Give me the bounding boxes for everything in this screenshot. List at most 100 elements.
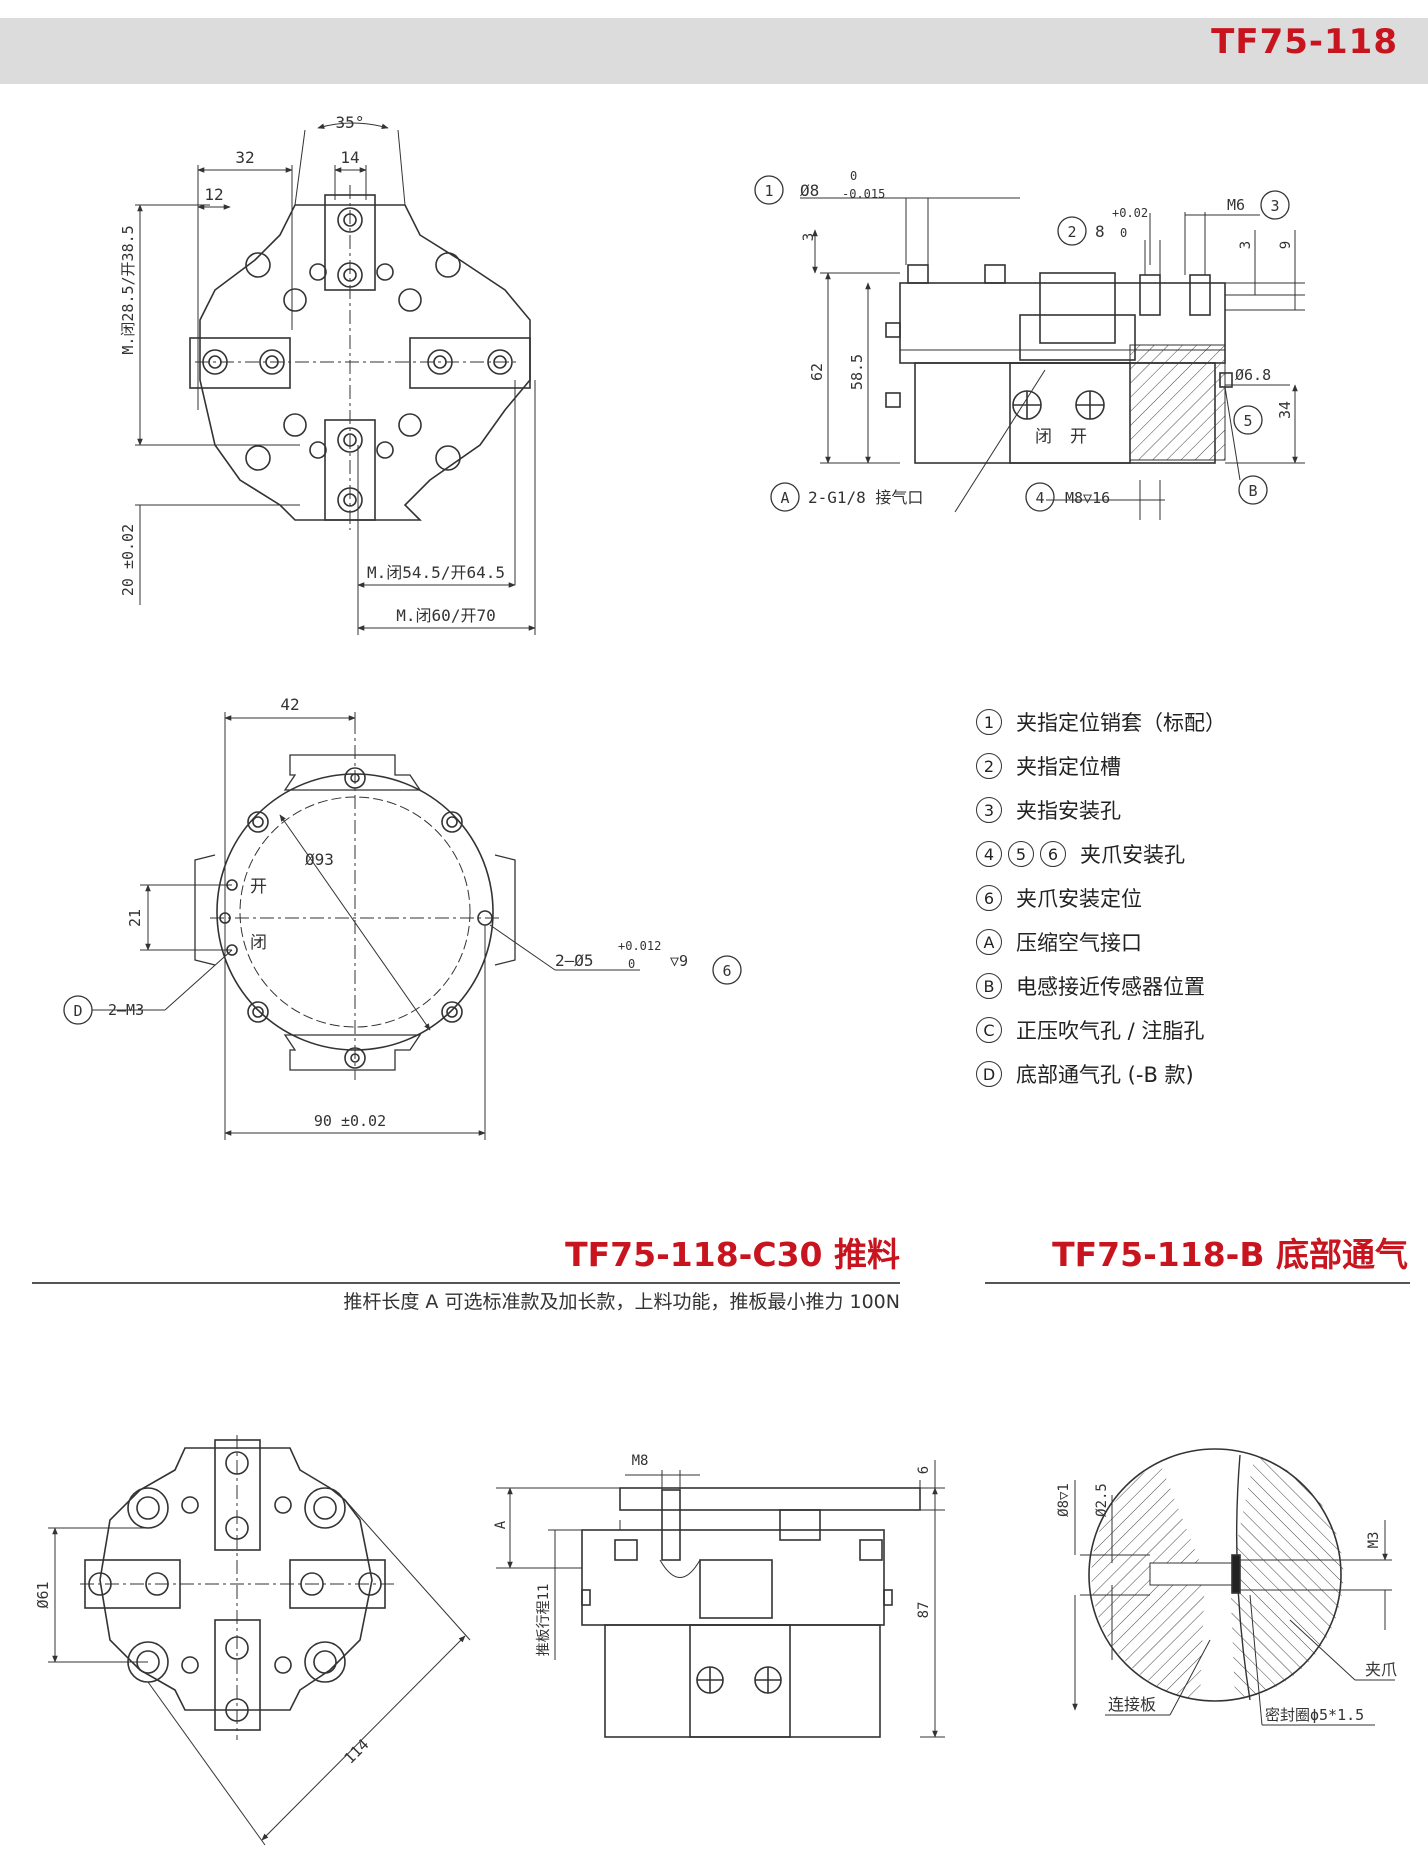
dim-62: 62 <box>808 363 826 381</box>
c30-dim-a: A <box>493 1520 509 1529</box>
callout-d-text: 2—M3 <box>108 1001 144 1019</box>
callout-6-tol-upper: +0.012 <box>618 939 661 953</box>
callout-legend: 1 夹指定位销套（标配） 2 夹指定位槽 3 夹指安装孔 4 5 6 夹爪安装孔… <box>976 700 1396 1096</box>
legend-item: B 电感接近传感器位置 <box>976 964 1396 1008</box>
side-view <box>800 197 1305 520</box>
legend-mark: 2 <box>976 753 1002 779</box>
b-label-jaw: 夹爪 <box>1365 1660 1397 1679</box>
legend-item: D 底部通气孔 (-B 款) <box>976 1052 1396 1096</box>
dim-20: 20 ±0.02 <box>119 524 137 596</box>
legend-mark: 6 <box>1040 841 1066 867</box>
legend-mark: 1 <box>976 709 1002 735</box>
c30-dim-87: 87 <box>916 1602 932 1619</box>
callout-a-mark: A <box>780 489 789 507</box>
dim-9: 9 <box>1278 241 1294 249</box>
c30-dim-114: 114 <box>341 1736 373 1768</box>
legend-mark: A <box>976 929 1002 955</box>
callout-2-tol-upper: +0.02 <box>1112 206 1148 220</box>
callout-3-mark: 3 <box>1270 197 1279 215</box>
section-c30-title: TF75-118-C30 推料 <box>565 1235 900 1274</box>
callout-6-tol-lower: 0 <box>628 957 635 971</box>
c30-top-view <box>48 1435 471 1846</box>
label-close: 闭 <box>1035 427 1052 447</box>
b-label-seal: 密封圈ϕ5*1.5 <box>1265 1706 1364 1724</box>
callout-4-mark: 4 <box>1035 489 1044 507</box>
legend-mark: C <box>976 1017 1002 1043</box>
legend-text: 夹指定位槽 <box>1016 755 1121 779</box>
c30-dim-6: 6 <box>916 1466 932 1474</box>
legend-item: 1 夹指定位销套（标配） <box>976 700 1396 744</box>
dim-93: Ø93 <box>305 850 334 869</box>
legend-mark: 6 <box>976 885 1002 911</box>
top-view <box>135 122 536 635</box>
legend-mark: B <box>976 973 1002 999</box>
c30-dim-61: Ø61 <box>34 1581 52 1608</box>
legend-text: 底部通气孔 (-B 款) <box>1016 1063 1194 1087</box>
callout-1-tol-lower: -0.015 <box>842 187 885 201</box>
b-dim-m3: M3 <box>1366 1532 1382 1549</box>
dim-32: 32 <box>235 148 254 167</box>
dim-14: 14 <box>340 148 359 167</box>
dim-34: 34 <box>1276 401 1294 419</box>
dim-3b: 3 <box>1238 241 1254 249</box>
dim-12: 12 <box>204 185 223 204</box>
bottom-view-callouts <box>63 955 742 1025</box>
callout-2-mark: 2 <box>1067 223 1076 241</box>
legend-mark: 4 <box>976 841 1002 867</box>
callout-2-tol-lower: 0 <box>1120 226 1127 240</box>
legend-mark: D <box>976 1061 1002 1087</box>
legend-text: 电感接近传感器位置 <box>1016 975 1205 999</box>
dim-58-5: 58.5 <box>848 354 866 390</box>
label-open: 开 <box>1070 427 1087 447</box>
c30-side-view <box>496 1460 945 1738</box>
legend-text: 夹爪安装定位 <box>1016 887 1142 911</box>
legend-text: 夹指定位销套（标配） <box>1016 711 1226 735</box>
legend-mark: 3 <box>976 797 1002 823</box>
callout-6-depth: ▽9 <box>670 952 688 970</box>
b-label-plate: 连接板 <box>1108 1695 1156 1714</box>
legend-mark: 5 <box>1008 841 1034 867</box>
dim-vertical-stroke: M.闭28.5/开38.5 <box>119 225 137 354</box>
header-bar <box>0 18 1428 84</box>
bottom-label-close: 闭 <box>250 933 267 953</box>
callout-a-text: 2-G1/8 接气口 <box>808 488 923 507</box>
callout-1-mark: 1 <box>764 182 773 200</box>
callout-1-tol-upper: 0 <box>850 169 857 183</box>
callout-3-dim: M6 <box>1227 196 1245 214</box>
b-detail-view <box>1072 1448 1395 1726</box>
callout-d-mark: D <box>73 1002 82 1020</box>
legend-item: 2 夹指定位槽 <box>976 744 1396 788</box>
legend-item: 6 夹爪安装定位 <box>976 876 1396 920</box>
legend-text: 夹指安装孔 <box>1016 799 1121 823</box>
b-dim-8: Ø8▽1 <box>1056 1483 1072 1517</box>
legend-text: 压缩空气接口 <box>1016 931 1142 955</box>
legend-text: 正压吹气孔 / 注脂孔 <box>1016 1019 1205 1043</box>
dim-90: 90 ±0.02 <box>314 1112 386 1130</box>
bottom-label-open: 开 <box>250 877 267 897</box>
bottom-view <box>92 712 640 1140</box>
legend-item: 3 夹指安装孔 <box>976 788 1396 832</box>
dim-21: 21 <box>126 909 144 927</box>
dim-42: 42 <box>280 695 299 714</box>
c30-dim-stroke: 推板行程11 <box>536 1584 552 1657</box>
callout-2-dim: 8 <box>1095 222 1105 241</box>
dim-6-8: Ø6.8 <box>1235 366 1271 384</box>
section-c30-description: 推杆长度 A 可选标准款及加长款，上料功能，推板最小推力 100N <box>343 1291 900 1313</box>
callout-1-dim: Ø8 <box>800 181 819 200</box>
section-b-title: TF75-118-B 底部通气 <box>1052 1235 1408 1274</box>
dim-stroke-60: M.闭60/开70 <box>396 606 495 625</box>
callout-4-text: M8▽16 <box>1065 489 1110 507</box>
dim-angle: 35° <box>336 113 365 132</box>
section-b-rule <box>985 1282 1410 1284</box>
legend-item: A 压缩空气接口 <box>976 920 1396 964</box>
b-dim-2-5: Ø2.5 <box>1094 1483 1110 1517</box>
legend-text: 夹爪安装孔 <box>1080 843 1185 867</box>
legend-item: 4 5 6 夹爪安装孔 <box>976 832 1396 876</box>
callout-5-mark: 5 <box>1243 412 1252 430</box>
legend-item: C 正压吹气孔 / 注脂孔 <box>976 1008 1396 1052</box>
section-c30-rule <box>32 1282 900 1284</box>
callout-6-mark: 6 <box>722 962 731 980</box>
side-view-callouts <box>754 175 1290 512</box>
c30-dim-m8: M8 <box>632 1453 649 1469</box>
